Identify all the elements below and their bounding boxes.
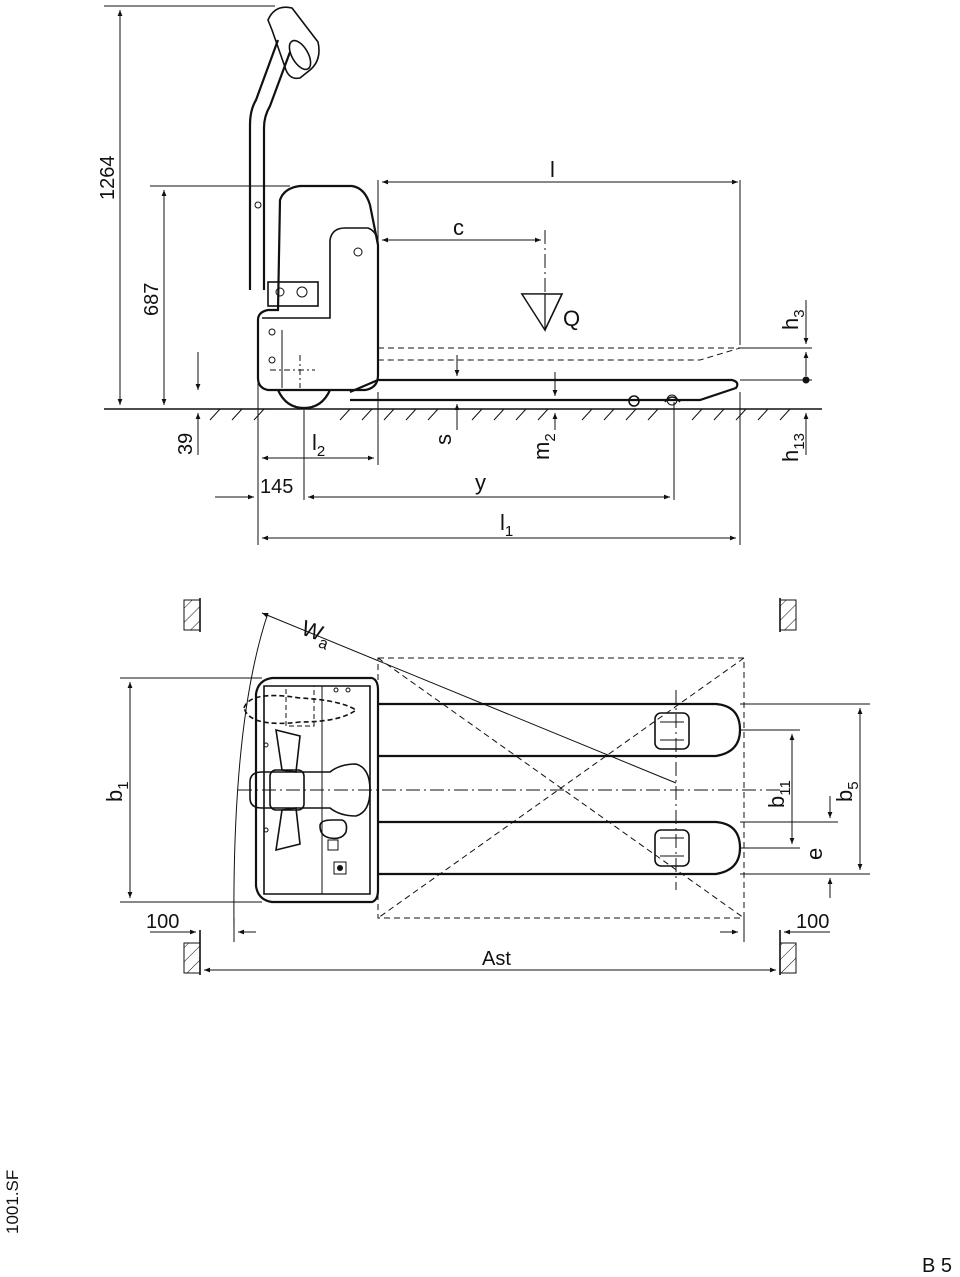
dim-Q: Q [563, 306, 580, 331]
dim-l2: l2 [312, 430, 325, 460]
dim-b11: b11 [764, 780, 794, 808]
dim-s: s [431, 434, 456, 445]
svg-text:b5: b5 [832, 781, 862, 802]
dim-c: c [453, 215, 464, 240]
svg-text:b1: b1 [102, 781, 132, 802]
drawing-code: 1001.SF [3, 1170, 22, 1234]
dim-h3: h3 [778, 309, 808, 330]
side-view [104, 5, 822, 545]
dim-39: 39 [175, 433, 197, 455]
ground-hatching [209, 408, 791, 421]
top-view [120, 598, 870, 975]
dim-b5: b5 [832, 781, 862, 802]
svg-text:m2: m2 [529, 433, 559, 460]
dim-145: 145 [260, 476, 293, 498]
drive-wheel [276, 389, 332, 410]
labels: 1264 687 39 l c Q h3 h13 l2 s m2 145 y l… [3, 156, 952, 1277]
wall-right-bottom [779, 942, 797, 974]
dim-e: e [802, 848, 827, 860]
wall-left-bottom [183, 942, 201, 974]
dim-100-right: 100 [796, 911, 829, 933]
dim-100-left: 100 [146, 911, 179, 933]
svg-text:h3: h3 [778, 309, 808, 330]
fork-lower [378, 820, 742, 876]
chassis-top [243, 676, 380, 904]
chassis [256, 184, 380, 410]
tiller [248, 6, 320, 290]
wall-right-top [779, 599, 797, 631]
fork-lowered [349, 378, 739, 407]
wall-left-top [183, 599, 201, 631]
dim-b1: b1 [102, 781, 132, 802]
turning-arc [233, 612, 269, 931]
dim-Wa: Wa [297, 615, 335, 653]
fork-raised [378, 347, 741, 361]
dim-l: l [550, 157, 555, 182]
dim-1264: 1264 [97, 156, 119, 201]
page-id: B 5 [922, 1255, 952, 1277]
svg-text:b11: b11 [764, 780, 794, 808]
dim-l1: l1 [500, 510, 513, 540]
svg-text:h13: h13 [778, 433, 808, 462]
fork-upper [378, 702, 742, 758]
dim-687: 687 [141, 283, 163, 316]
dim-y: y [475, 470, 486, 495]
dim-h13: h13 [778, 433, 808, 462]
load-arrow [520, 230, 564, 333]
dim-Ast: Ast [482, 948, 511, 970]
dim-m2: m2 [529, 433, 559, 460]
